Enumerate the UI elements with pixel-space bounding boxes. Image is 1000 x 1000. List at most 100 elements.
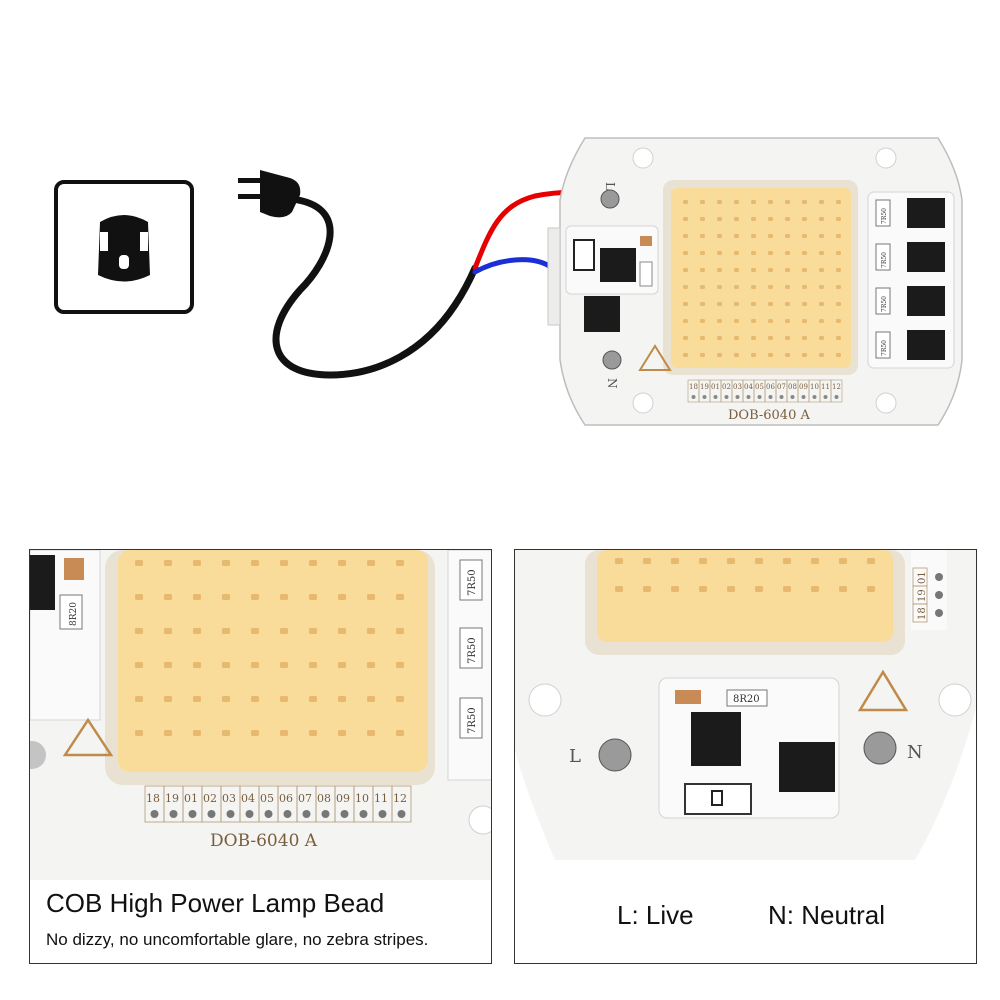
led-dot <box>717 251 722 255</box>
led-dot <box>683 302 688 306</box>
pin-number: 18 <box>146 792 160 805</box>
led-dot <box>802 200 807 204</box>
led-dot <box>396 662 404 668</box>
led-dot <box>280 594 288 600</box>
led-dot <box>751 234 756 238</box>
led-dot <box>783 586 791 592</box>
led-dot <box>164 628 172 634</box>
led-dot <box>785 336 790 340</box>
led-dot <box>819 353 824 357</box>
ic-bridge <box>779 742 835 792</box>
led-dot <box>280 730 288 736</box>
led-dot <box>396 628 404 634</box>
led-dot <box>164 594 172 600</box>
resistor-code: 7R50 <box>881 296 888 312</box>
pin-number: 01 <box>184 792 198 805</box>
board-model-top: DOB-6040 A <box>728 408 810 423</box>
pin-number: 10 <box>810 383 819 391</box>
led-dot <box>734 268 739 272</box>
led-dot <box>717 200 722 204</box>
led-dot <box>717 302 722 306</box>
led-dot <box>367 628 375 634</box>
led-dot <box>683 217 688 221</box>
pin-number: 02 <box>203 792 217 805</box>
board-label-l: L <box>603 182 617 190</box>
resistor-code: 7R50 <box>881 340 888 356</box>
led-dot <box>338 560 346 566</box>
led-dot <box>700 353 705 357</box>
board-model-left: DOB-6040 A <box>210 831 318 851</box>
led-dot <box>802 319 807 323</box>
led-dot <box>135 628 143 634</box>
led-dot <box>734 217 739 221</box>
led-dot <box>768 251 773 255</box>
label-neutral-text: N: Neutral <box>768 900 886 930</box>
led-dot <box>734 234 739 238</box>
led-dot <box>734 336 739 340</box>
led-driver-ic <box>907 286 945 316</box>
led-dot <box>768 217 773 221</box>
resistor-code: 7R50 <box>467 707 478 734</box>
led-dot <box>338 662 346 668</box>
led-dot <box>768 268 773 272</box>
led-dot <box>751 319 756 323</box>
led-dot <box>836 217 841 221</box>
led-dot <box>819 217 824 221</box>
led-dot <box>819 302 824 306</box>
led-dot <box>717 234 722 238</box>
led-dot <box>251 696 259 702</box>
led-dot <box>867 558 875 564</box>
led-chip-closeup <box>118 550 428 772</box>
led-dot <box>700 319 705 323</box>
led-dot <box>615 586 623 592</box>
led-dot <box>839 558 847 564</box>
led-dot <box>819 285 824 289</box>
led-dot <box>396 594 404 600</box>
led-dot <box>836 234 841 238</box>
pin-number: 02 <box>722 383 731 391</box>
led-dot <box>135 594 143 600</box>
led-dot <box>819 251 824 255</box>
pin-number: 04 <box>744 383 753 391</box>
pin-number: 11 <box>821 383 830 391</box>
led-dot <box>135 560 143 566</box>
led-dot <box>785 217 790 221</box>
led-dot <box>683 234 688 238</box>
led-dot <box>309 696 317 702</box>
led-dot <box>785 200 790 204</box>
led-dot <box>802 217 807 221</box>
closeup-label-l: L <box>569 746 581 767</box>
led-driver-ic <box>907 242 945 272</box>
led-dot <box>699 586 707 592</box>
led-dot <box>251 628 259 634</box>
led-dot <box>338 730 346 736</box>
led-driver-ic <box>907 330 945 360</box>
warning-icon-right <box>857 669 909 712</box>
led-dot <box>193 560 201 566</box>
pin-number: 08 <box>317 792 331 805</box>
led-dot <box>700 336 705 340</box>
pin-number: 04 <box>241 792 255 805</box>
led-dot <box>819 336 824 340</box>
led-dot <box>836 251 841 255</box>
led-dot <box>280 560 288 566</box>
pin-number: 05 <box>260 792 274 805</box>
led-dot <box>751 200 756 204</box>
led-dot <box>819 268 824 272</box>
led-dot <box>222 594 230 600</box>
led-dot <box>338 628 346 634</box>
pin-number: 09 <box>799 383 808 391</box>
led-dot <box>193 730 201 736</box>
closeup-label-n: N <box>907 742 923 763</box>
pin-number: 19 <box>700 383 709 391</box>
led-dot <box>135 696 143 702</box>
led-dot <box>768 336 773 340</box>
led-dot <box>222 730 230 736</box>
pin-number: 06 <box>279 792 293 805</box>
led-dot <box>811 586 819 592</box>
led-dot <box>396 730 404 736</box>
led-dot <box>222 662 230 668</box>
led-dot <box>280 696 288 702</box>
led-dot <box>683 251 688 255</box>
